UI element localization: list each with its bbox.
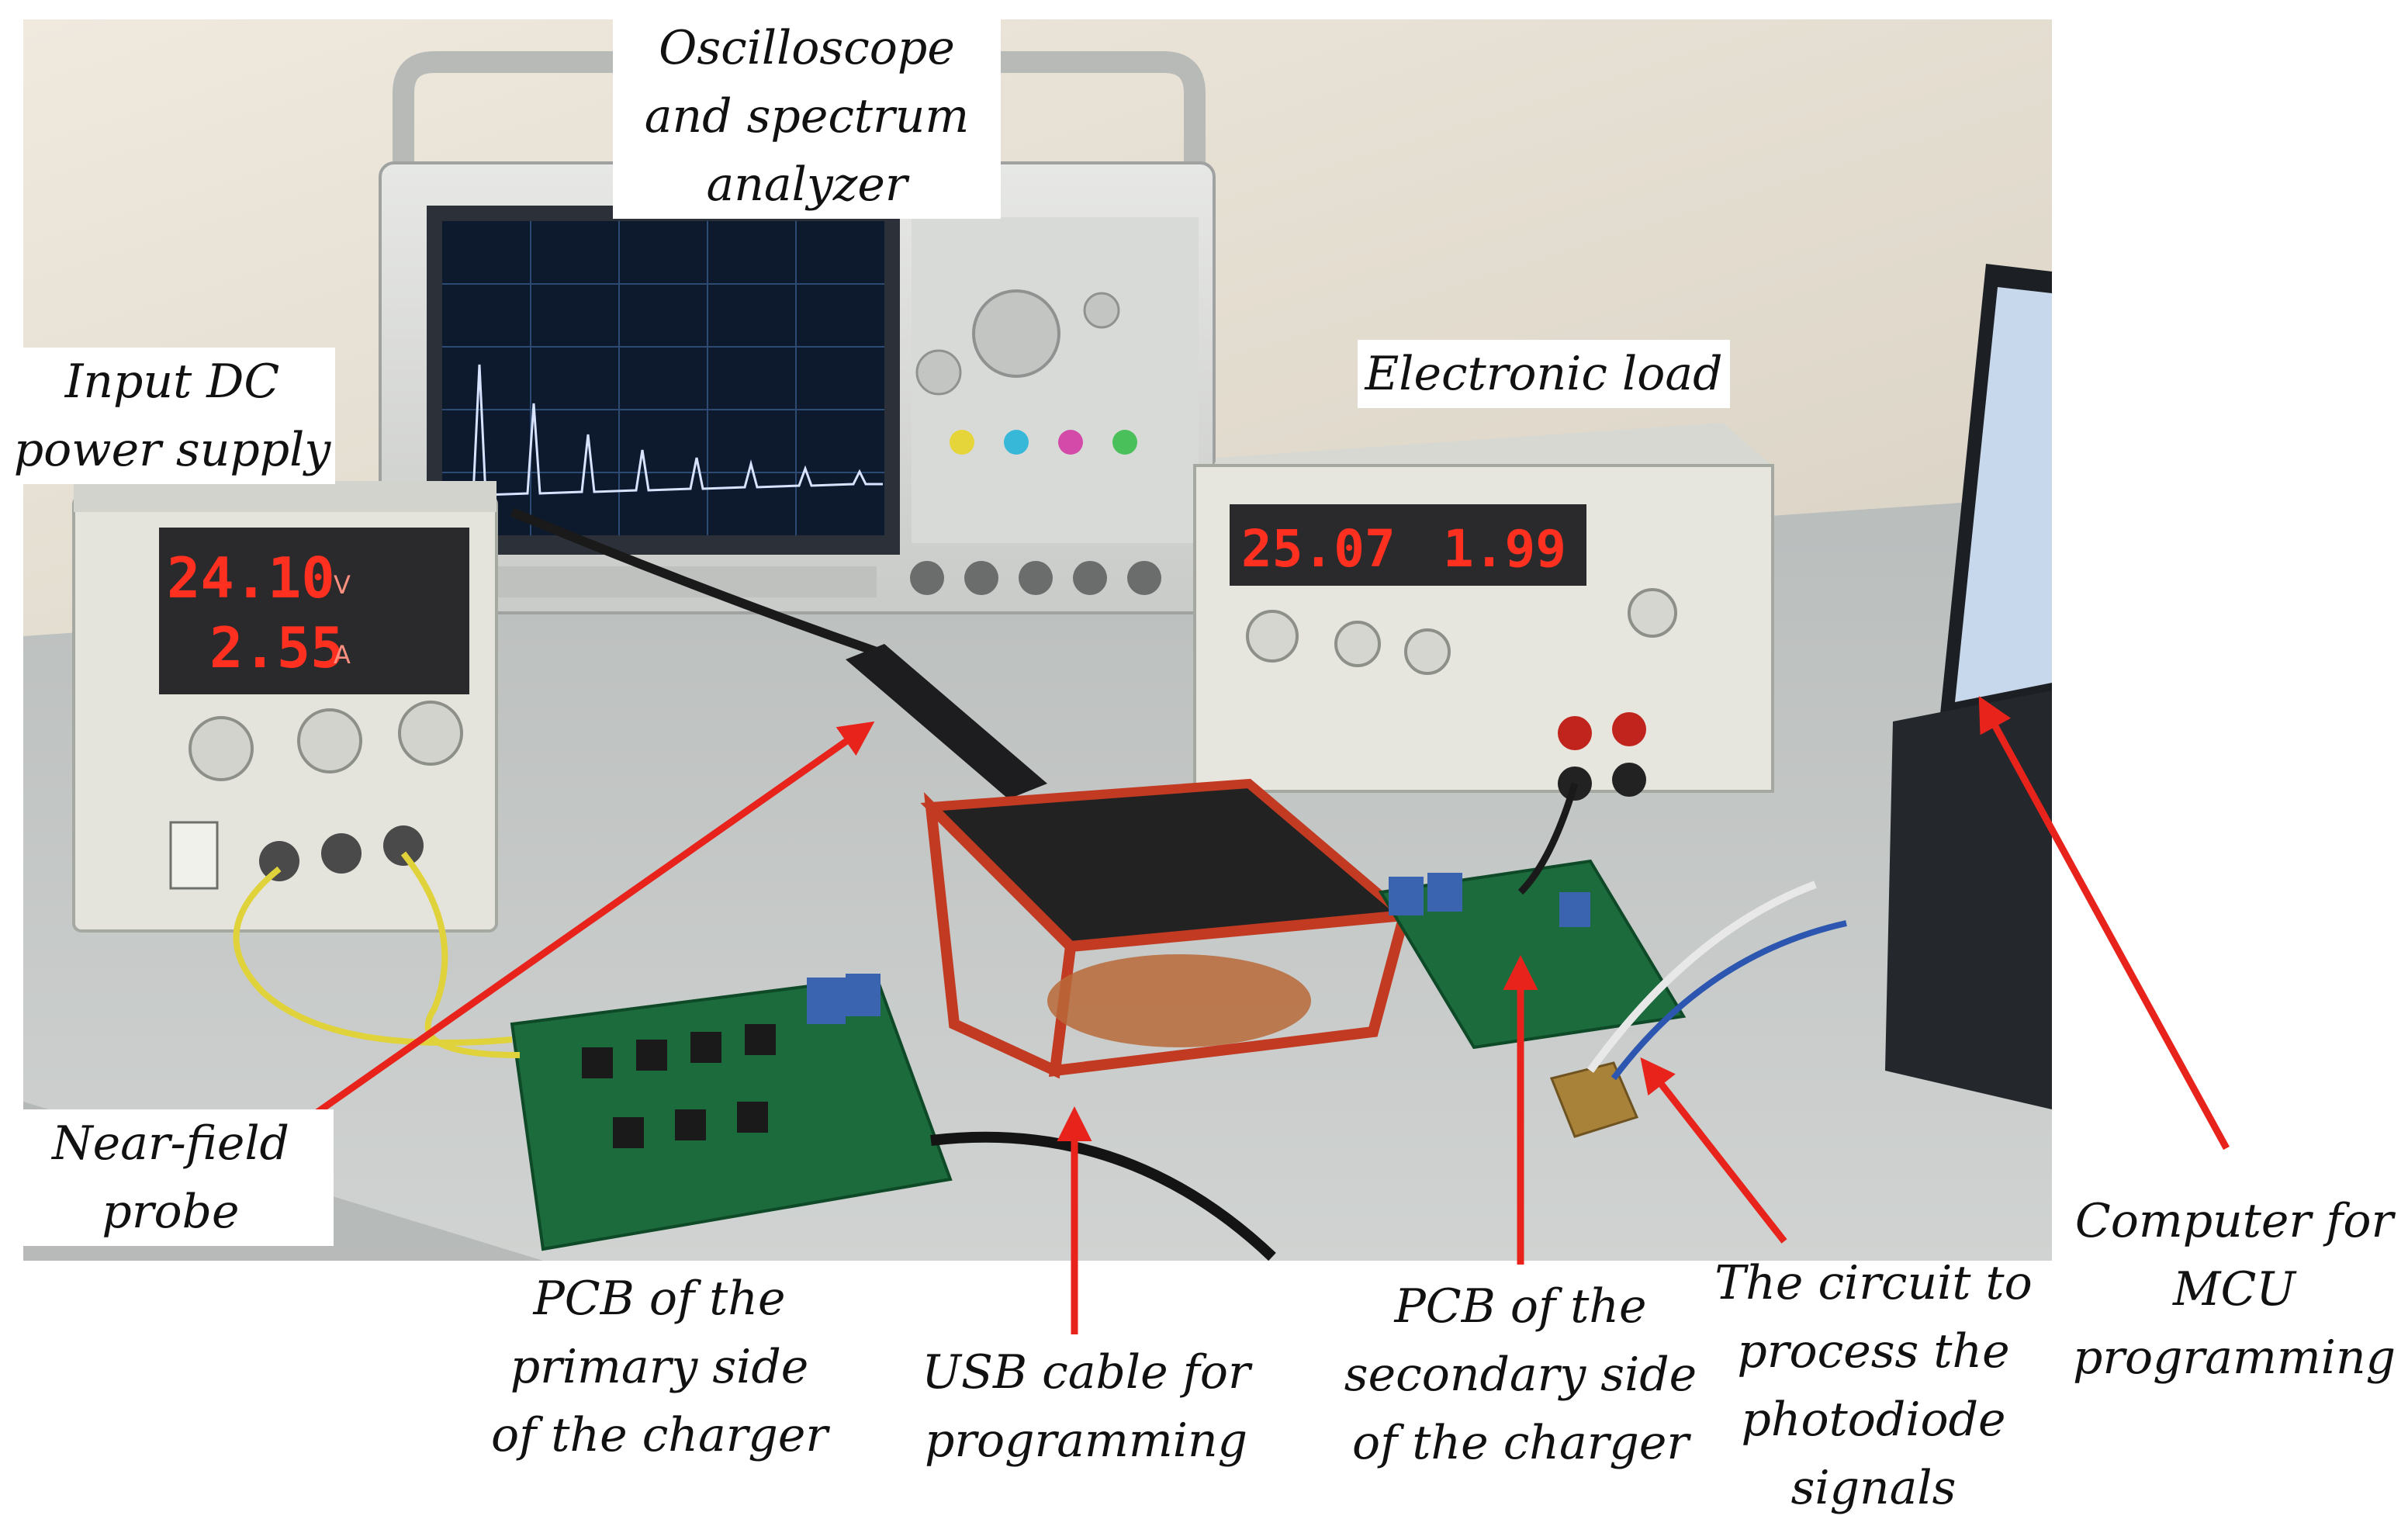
coil — [1047, 954, 1311, 1047]
arrow-near-field-probe — [308, 721, 875, 1120]
arrow-computer — [1978, 696, 2230, 1151]
scope-spectrum-trace — [445, 364, 883, 498]
psu-current-readout: 2.55 — [209, 615, 344, 680]
monitor-screen — [1955, 287, 2052, 702]
yellow-cable — [400, 851, 521, 1058]
label-pcb-primary: PCB of the primary side of the charger — [490, 1272, 829, 1462]
pcb-primary — [510, 974, 953, 1251]
scope-bnc-inputs — [910, 561, 1161, 595]
computer — [1885, 264, 2052, 1109]
psu-voltage-readout: 24.10 — [167, 545, 335, 611]
annotation-arrows — [308, 696, 2230, 1334]
psu-knob — [189, 716, 254, 781]
load-current-readout: 1.99 — [1443, 519, 1566, 579]
scope-knob-green — [1112, 430, 1137, 455]
oscilloscope — [379, 51, 1216, 614]
scope-knob-yellow — [950, 430, 974, 455]
scope-screen — [442, 221, 884, 535]
psu-voltage-unit: V — [334, 570, 351, 600]
load-cable — [1517, 782, 1579, 895]
load-voltage-readout: 25.07 — [1241, 519, 1396, 579]
label-photodiode-circuit: The circuit to process the photodiode si… — [1714, 1256, 2033, 1515]
label-oscilloscope: Oscilloscope and spectrum analyzer — [613, 14, 1001, 219]
near-field-probe — [510, 507, 1047, 799]
fixture-frame-right — [1048, 909, 1412, 1078]
scope-grid — [442, 221, 884, 535]
label-usb-cable: USB cable for programming — [922, 1345, 1251, 1468]
usb-cable — [930, 1131, 1276, 1261]
load-knobs — [1246, 588, 1677, 675]
photo-scene: 24.10 V 2.55 A 25.07 1.99 — [23, 19, 2230, 1334]
scope-knob — [915, 349, 962, 396]
psu-terminals — [259, 825, 424, 881]
psu-knob — [398, 701, 463, 766]
label-near-field-probe: Near-field probe — [8, 1109, 334, 1246]
psu-knob — [297, 708, 362, 773]
pcb-secondary — [1378, 859, 1687, 1050]
pcb-primary-capacitors — [807, 974, 881, 1024]
signal-cable — [1586, 881, 1817, 1073]
computer-tower — [1885, 690, 2052, 1109]
load-display-panel — [1230, 504, 1586, 586]
psu-display-panel — [159, 528, 469, 694]
scope-knob-magenta — [1058, 430, 1083, 455]
electronic-load: 25.07 1.99 — [1193, 423, 1774, 801]
psu-current-unit: A — [334, 640, 351, 670]
pcb-secondary-capacitors — [1389, 873, 1590, 927]
probe-cable — [510, 507, 878, 656]
psu-top — [74, 481, 496, 512]
scope-knob — [1083, 292, 1120, 329]
scope-knob — [972, 289, 1060, 378]
pcb-primary-components — [582, 1024, 776, 1148]
scope-knob-cyan — [1004, 430, 1029, 455]
arrow-photodiode-circuit — [1640, 1057, 1787, 1244]
label-input-dc-power-supply: Input DC power supply — [9, 348, 335, 484]
psu-power-switch — [169, 821, 219, 890]
signal-cable — [1611, 920, 1847, 1081]
label-pcb-secondary: PCB of the secondary side of the charger — [1344, 1279, 1697, 1470]
probe-body — [846, 644, 1047, 799]
label-electronic-load: Electronic load — [1358, 340, 1730, 408]
pcb-primary-board — [510, 975, 953, 1251]
dc-power-supply: 24.10 V 2.55 A — [72, 481, 498, 933]
label-computer: Computer for MCU programming — [2072, 1194, 2396, 1385]
